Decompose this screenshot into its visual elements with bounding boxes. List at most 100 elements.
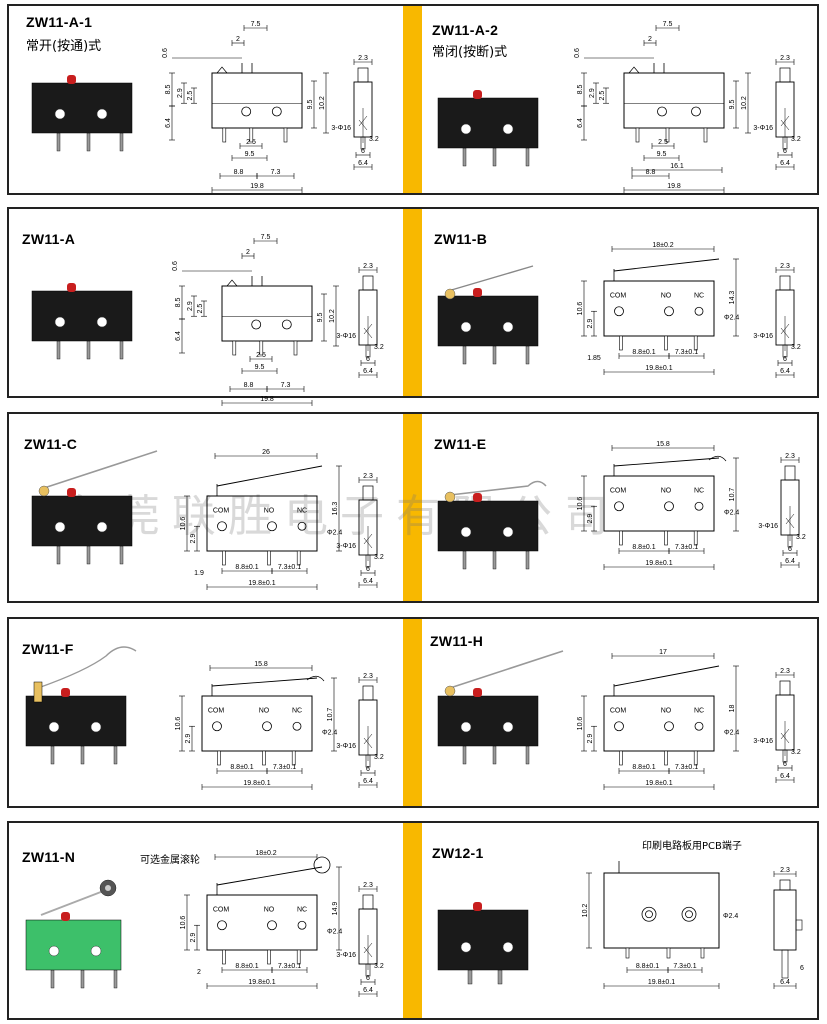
- mount-hole: [54, 108, 66, 120]
- dim-label: Φ2.4: [724, 315, 739, 322]
- dim-label: 14.3: [729, 291, 736, 305]
- circle: [691, 106, 701, 117]
- rect: [362, 685, 374, 701]
- product-photo: [437, 90, 539, 167]
- circle: [267, 521, 277, 532]
- dim-label: 2.3: [780, 867, 790, 874]
- cross-hatch: [363, 323, 373, 339]
- product-photo: [31, 450, 158, 565]
- dim-label: Φ2.4: [327, 929, 342, 936]
- rect: [33, 681, 43, 703]
- mount-hole: [90, 945, 102, 957]
- divider-row-4: [403, 619, 422, 806]
- actuator-button: [473, 688, 482, 697]
- circle: [292, 721, 302, 731]
- cross-hatch: [363, 942, 373, 958]
- rect: [365, 344, 371, 358]
- rect: [619, 335, 623, 351]
- rect: [360, 136, 366, 150]
- dim-label: 6.4: [780, 368, 790, 375]
- dim-label: 9.5: [245, 151, 255, 158]
- lever: [449, 480, 547, 496]
- dim-label: 6.4: [175, 331, 182, 341]
- dim-label: 9.5: [255, 364, 265, 371]
- pivot: [38, 485, 50, 497]
- mount-hole: [460, 721, 472, 733]
- rect: [222, 949, 226, 965]
- dim-label: Φ2.4: [724, 510, 739, 517]
- dim-label: 2.5: [246, 139, 256, 146]
- hook: [708, 455, 727, 462]
- model-label: ZW11-A-2: [432, 22, 499, 38]
- dim-label: 8.8±0.1: [235, 963, 258, 970]
- dim-label: 8.8±0.1: [632, 764, 655, 771]
- lever: [449, 650, 564, 689]
- rect: [781, 949, 789, 979]
- circle: [694, 306, 704, 316]
- mount-hole: [48, 945, 60, 957]
- rect: [86, 545, 91, 565]
- lever-arm: [613, 258, 720, 272]
- rect: [525, 147, 530, 167]
- rect: [80, 745, 85, 765]
- dim-label: 3.2: [374, 754, 384, 761]
- rect: [525, 745, 530, 765]
- rect: [56, 132, 61, 152]
- dim-label: 19.8±0.1: [645, 365, 672, 372]
- rect: [221, 285, 313, 342]
- rect: [259, 340, 264, 356]
- dim-label: 10.2: [582, 904, 589, 918]
- dim-label: 2.3: [780, 55, 790, 62]
- dim-label: 6: [366, 975, 370, 982]
- circle: [614, 721, 624, 732]
- dim-label: 16.3: [332, 502, 339, 516]
- lever-arm: [211, 677, 318, 687]
- rect: [462, 550, 467, 570]
- dim-label: 2.9: [587, 319, 594, 329]
- side-view-drawing: 2.366.4: [773, 867, 804, 989]
- dim-label: 9.5: [657, 151, 667, 158]
- divider-row-3: [403, 414, 422, 601]
- mount-hole: [96, 521, 108, 533]
- rect: [80, 969, 85, 989]
- rect: [782, 344, 788, 358]
- dim-label: 8.8±0.1: [235, 564, 258, 571]
- rect: [492, 745, 497, 765]
- dim-label: Φ2.4: [327, 530, 342, 537]
- model-label: ZW12-1: [432, 845, 484, 861]
- mount-hole: [54, 521, 66, 533]
- product-photo: [25, 879, 122, 989]
- dim-label: 2.5: [256, 352, 266, 359]
- circle: [664, 721, 674, 732]
- divider-row-2: [403, 209, 422, 396]
- rect: [492, 147, 497, 167]
- rect: [296, 949, 301, 965]
- dim-label: 15.8: [254, 661, 268, 668]
- pin-label: NC: [694, 708, 704, 715]
- pivot: [444, 288, 456, 300]
- product-photo: [31, 75, 133, 152]
- circle: [664, 501, 674, 512]
- pcb-note: 印刷电路板用PCB端子: [642, 841, 742, 852]
- dim-label: 3-Φ16: [758, 523, 778, 530]
- rect: [249, 127, 254, 143]
- roller-note: 可选金属滚轮: [140, 855, 200, 866]
- dim-label: 9.5: [307, 100, 314, 110]
- rect: [262, 750, 266, 766]
- circle: [217, 920, 227, 931]
- circle: [297, 521, 307, 531]
- rect: [365, 963, 371, 977]
- rect: [437, 909, 529, 971]
- dim-label: 16.1: [670, 163, 684, 170]
- mount-hole: [460, 941, 472, 953]
